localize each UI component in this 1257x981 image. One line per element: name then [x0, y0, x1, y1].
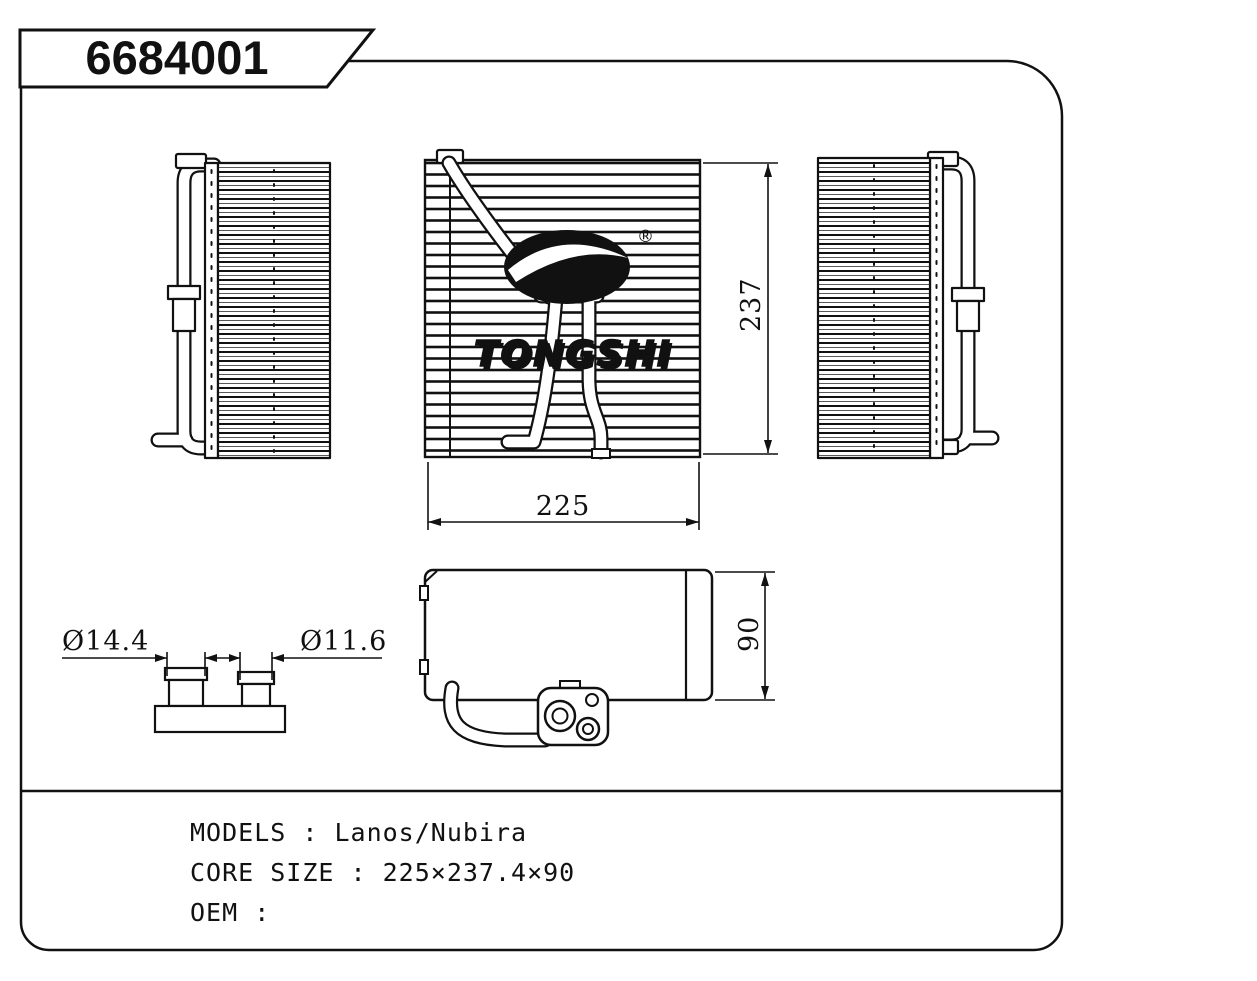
- info-block: MODELS : Lanos/Nubira CORE SIZE : 225×23…: [190, 818, 575, 927]
- logo-shadow: TONGSHI: [477, 337, 675, 378]
- models-line: MODELS : Lanos/Nubira: [190, 818, 527, 847]
- outer-border: [19, 59, 1064, 952]
- dim-width-label: 225: [536, 491, 591, 522]
- part-number: 6684001: [86, 31, 269, 84]
- bottom-view: [419, 568, 714, 748]
- center-front-view: ® TONGSHI TONGSHI: [423, 148, 702, 460]
- dim-port-small-label: Ø11.6: [300, 626, 387, 657]
- left-pipe-fitting: [166, 284, 202, 301]
- right-pipe-fitting: [950, 286, 986, 303]
- left-side-view: [150, 152, 332, 460]
- core-size-line: CORE SIZE : 225×237.4×90: [190, 858, 575, 887]
- registered-mark: ®: [637, 227, 654, 247]
- left-top-cap: [174, 152, 208, 170]
- logo-swoosh: [508, 244, 628, 282]
- dimension-width: [427, 462, 700, 530]
- fitting-block: [536, 680, 610, 747]
- dim-depth-label: 90: [734, 616, 765, 652]
- dim-port-large-label: Ø14.4: [62, 626, 149, 657]
- port-base-plate: [153, 704, 287, 734]
- dim-height-label: 237: [736, 277, 767, 332]
- dimension-depth: [715, 571, 775, 701]
- part-number-banner: 6684001: [18, 28, 377, 89]
- dimension-height: [703, 162, 778, 455]
- port-detail-view: [62, 652, 382, 734]
- logo-wordmark: TONGSHI: [474, 334, 672, 375]
- oem-line: OEM :: [190, 898, 270, 927]
- brand-logo: ® TONGSHI TONGSHI: [473, 227, 675, 378]
- right-side-view: [816, 150, 1000, 460]
